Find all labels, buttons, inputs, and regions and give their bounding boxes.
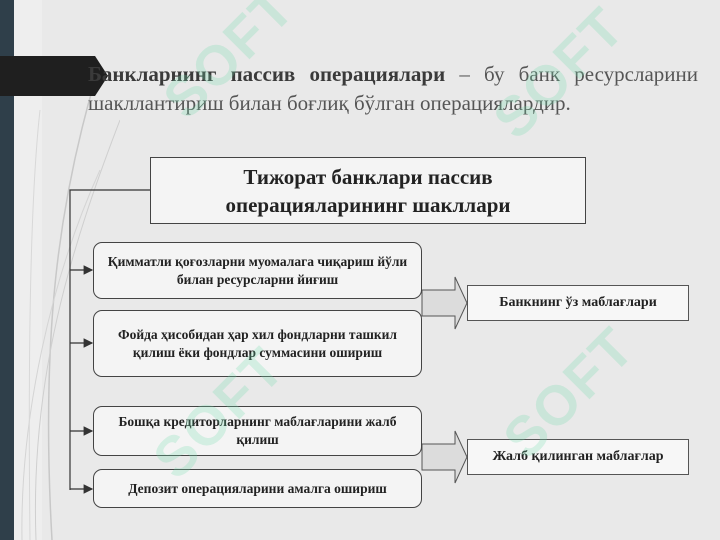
method-box-funds: Фойда ҳисобидан ҳар хил фондларни ташкил… — [93, 310, 422, 377]
left-sidebar-bar — [0, 0, 14, 540]
method-label: Депозит операцияларини амалга ошириш — [128, 480, 387, 496]
result-box-attracted-funds: Жалб қилинган маблағлар — [467, 439, 689, 475]
intro-paragraph: Банкларнинг пассив операциялари – бу бан… — [88, 60, 698, 118]
method-box-creditors: Бошқа кредиторларнинг маблағларини жалб … — [93, 406, 422, 456]
result-label: Банкнинг ўз маблағлари — [499, 295, 657, 310]
method-label: Бошқа кредиторларнинг маблағларини жалб … — [118, 414, 397, 447]
diagram-title: Тижорат банклари пассив операцияларининг… — [225, 164, 511, 217]
decorative-curves — [21, 79, 120, 540]
method-box-deposits: Депозит операцияларини амалга ошириш — [93, 469, 422, 508]
intro-text: – бу банк ресурсларини шакллантириш била… — [88, 62, 698, 115]
method-label: Қимматли қоғозларни муомалага чиқариш йў… — [107, 253, 408, 287]
result-label: Жалб қилинган маблағлар — [492, 449, 664, 464]
intro-bold-term: Банкларнинг пассив операциялари — [88, 62, 446, 86]
diagram-title-box: Тижорат банклари пассив операцияларининг… — [150, 157, 586, 224]
slide-arrow-marker — [0, 56, 108, 96]
method-box-securities: Қимматли қоғозларни муомалага чиқариш йў… — [93, 242, 422, 299]
result-box-own-funds: Банкнинг ўз маблағлари — [467, 285, 689, 321]
method-label: Фойда ҳисобидан ҳар хил фондларни ташкил… — [117, 326, 397, 360]
